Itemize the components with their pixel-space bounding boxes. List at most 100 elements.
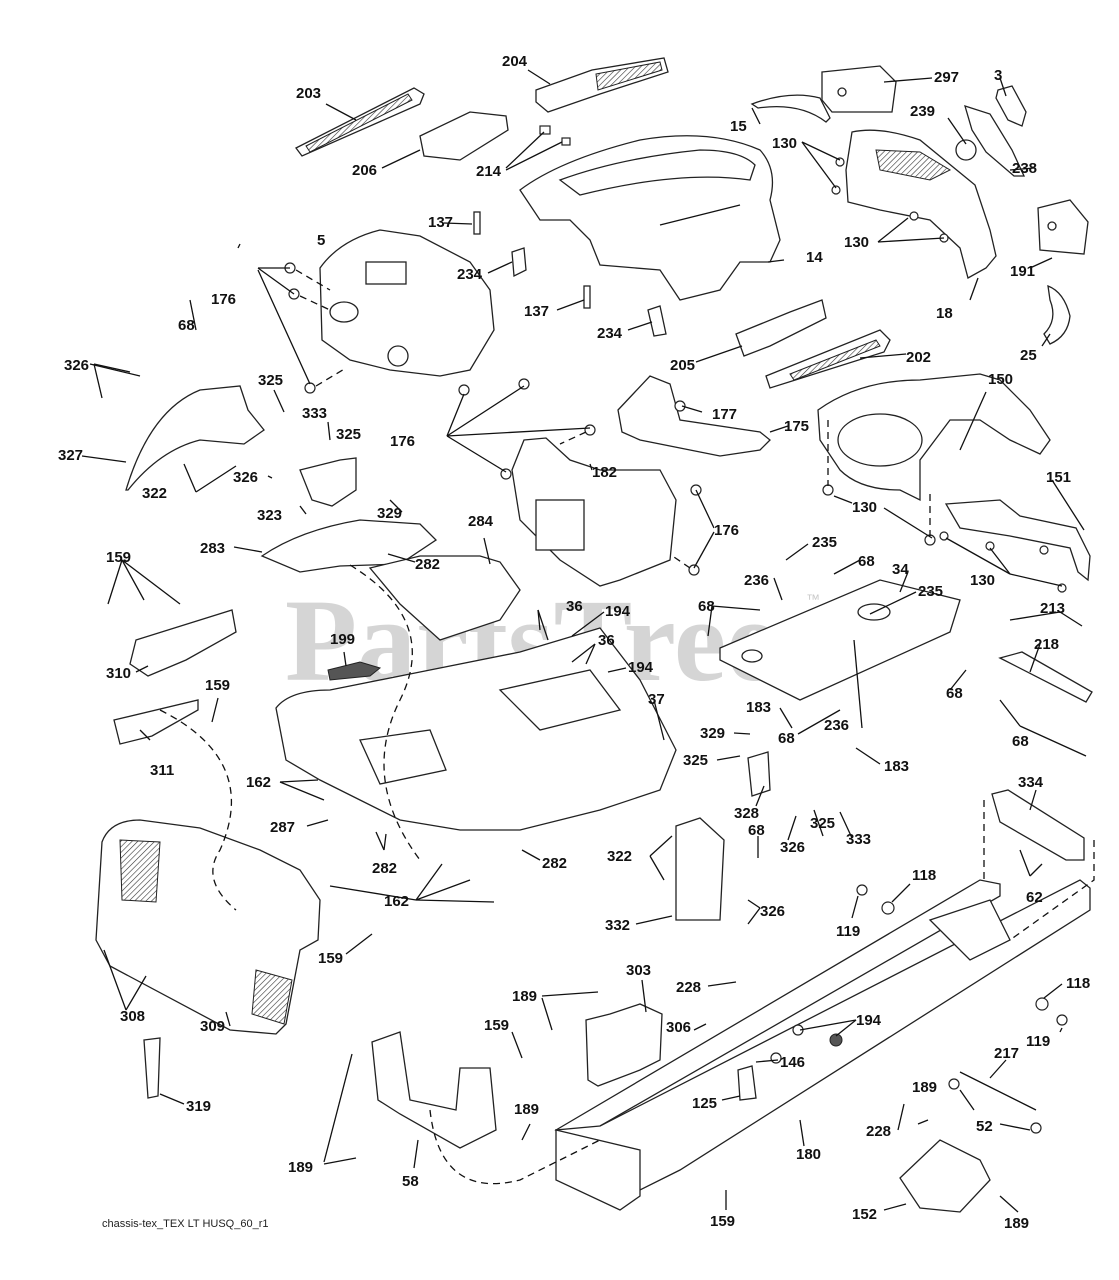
callout-189[interactable]: 189 bbox=[288, 1159, 313, 1176]
callout-326[interactable]: 326 bbox=[64, 357, 89, 374]
callout-137[interactable]: 137 bbox=[428, 214, 453, 231]
callout-182[interactable]: 182 bbox=[592, 464, 617, 481]
callout-199[interactable]: 199 bbox=[330, 631, 355, 648]
callout-180[interactable]: 180 bbox=[796, 1146, 821, 1163]
callout-308[interactable]: 308 bbox=[120, 1008, 145, 1025]
callout-130[interactable]: 130 bbox=[772, 135, 797, 152]
callout-333[interactable]: 333 bbox=[846, 831, 871, 848]
callout-159[interactable]: 159 bbox=[205, 677, 230, 694]
callout-334[interactable]: 334 bbox=[1018, 774, 1044, 791]
callout-234[interactable]: 234 bbox=[457, 266, 483, 283]
callout-159[interactable]: 159 bbox=[106, 549, 131, 566]
callout-62[interactable]: 62 bbox=[1026, 889, 1043, 906]
callout-3[interactable]: 3 bbox=[994, 67, 1002, 84]
callout-159[interactable]: 159 bbox=[318, 950, 343, 967]
callout-130[interactable]: 130 bbox=[844, 234, 869, 251]
callout-58[interactable]: 58 bbox=[402, 1173, 419, 1190]
callout-52[interactable]: 52 bbox=[976, 1118, 993, 1135]
callout-325[interactable]: 325 bbox=[258, 372, 283, 389]
callout-228[interactable]: 228 bbox=[676, 979, 701, 996]
callout-162[interactable]: 162 bbox=[246, 774, 271, 791]
callout-282[interactable]: 282 bbox=[372, 860, 397, 877]
callout-309[interactable]: 309 bbox=[200, 1018, 225, 1035]
callout-162[interactable]: 162 bbox=[384, 893, 409, 910]
callout-310[interactable]: 310 bbox=[106, 665, 131, 682]
callout-159[interactable]: 159 bbox=[710, 1213, 735, 1230]
callout-130[interactable]: 130 bbox=[852, 499, 877, 516]
callout-326[interactable]: 326 bbox=[233, 469, 258, 486]
callout-235[interactable]: 235 bbox=[918, 583, 943, 600]
callout-18[interactable]: 18 bbox=[936, 305, 953, 322]
callout-37[interactable]: 37 bbox=[648, 691, 665, 708]
callout-146[interactable]: 146 bbox=[780, 1054, 805, 1071]
callout-326[interactable]: 326 bbox=[760, 903, 785, 920]
callout-68[interactable]: 68 bbox=[778, 730, 795, 747]
callout-36[interactable]: 36 bbox=[566, 598, 583, 615]
callout-235[interactable]: 235 bbox=[812, 534, 837, 551]
callout-205[interactable]: 205 bbox=[670, 357, 695, 374]
callout-297[interactable]: 297 bbox=[934, 69, 959, 86]
callout-283[interactable]: 283 bbox=[200, 540, 225, 557]
callout-325[interactable]: 325 bbox=[810, 815, 835, 832]
callout-214[interactable]: 214 bbox=[476, 163, 502, 180]
callout-206[interactable]: 206 bbox=[352, 162, 377, 179]
callout-319[interactable]: 319 bbox=[186, 1098, 211, 1115]
callout-176[interactable]: 176 bbox=[714, 522, 739, 539]
callout-333[interactable]: 333 bbox=[302, 405, 327, 422]
callout-228[interactable]: 228 bbox=[866, 1123, 891, 1140]
callout-175[interactable]: 175 bbox=[784, 418, 809, 435]
callout-204[interactable]: 204 bbox=[502, 53, 528, 70]
callout-326[interactable]: 326 bbox=[780, 839, 805, 856]
callout-36[interactable]: 36 bbox=[598, 632, 615, 649]
callout-5[interactable]: 5 bbox=[317, 232, 325, 249]
callout-176[interactable]: 176 bbox=[390, 433, 415, 450]
callout-189[interactable]: 189 bbox=[912, 1079, 937, 1096]
callout-189[interactable]: 189 bbox=[1004, 1215, 1029, 1232]
callout-236[interactable]: 236 bbox=[744, 572, 769, 589]
callout-218[interactable]: 218 bbox=[1034, 636, 1059, 653]
callout-322[interactable]: 322 bbox=[142, 485, 167, 502]
callout-15[interactable]: 15 bbox=[730, 118, 747, 135]
callout-238[interactable]: 238 bbox=[1012, 160, 1037, 177]
callout-119[interactable]: 119 bbox=[836, 923, 860, 940]
callout-322[interactable]: 322 bbox=[607, 848, 632, 865]
callout-68[interactable]: 68 bbox=[748, 822, 765, 839]
callout-150[interactable]: 150 bbox=[988, 371, 1013, 388]
callout-287[interactable]: 287 bbox=[270, 819, 295, 836]
callout-329[interactable]: 329 bbox=[700, 725, 725, 742]
callout-189[interactable]: 189 bbox=[514, 1101, 539, 1118]
callout-68[interactable]: 68 bbox=[178, 317, 195, 334]
callout-234[interactable]: 234 bbox=[597, 325, 623, 342]
callout-68[interactable]: 68 bbox=[858, 553, 875, 570]
callout-328[interactable]: 328 bbox=[734, 805, 759, 822]
callout-284[interactable]: 284 bbox=[468, 513, 494, 530]
callout-282[interactable]: 282 bbox=[542, 855, 567, 872]
callout-68[interactable]: 68 bbox=[946, 685, 963, 702]
callout-151[interactable]: 151 bbox=[1046, 469, 1071, 486]
callout-189[interactable]: 189 bbox=[512, 988, 537, 1005]
callout-194[interactable]: 194 bbox=[605, 603, 631, 620]
callout-159[interactable]: 159 bbox=[484, 1017, 509, 1034]
callout-118[interactable]: 118 bbox=[912, 867, 936, 884]
callout-183[interactable]: 183 bbox=[884, 758, 909, 775]
callout-118[interactable]: 118 bbox=[1066, 975, 1090, 992]
callout-325[interactable]: 325 bbox=[683, 752, 708, 769]
callout-311[interactable]: 311 bbox=[150, 762, 174, 779]
callout-239[interactable]: 239 bbox=[910, 103, 935, 120]
callout-236[interactable]: 236 bbox=[824, 717, 849, 734]
callout-217[interactable]: 217 bbox=[994, 1045, 1019, 1062]
callout-194[interactable]: 194 bbox=[628, 659, 654, 676]
callout-327[interactable]: 327 bbox=[58, 447, 83, 464]
callout-176[interactable]: 176 bbox=[211, 291, 236, 308]
callout-306[interactable]: 306 bbox=[666, 1019, 691, 1036]
callout-332[interactable]: 332 bbox=[605, 917, 630, 934]
callout-152[interactable]: 152 bbox=[852, 1206, 877, 1223]
callout-34[interactable]: 34 bbox=[892, 561, 909, 578]
callout-203[interactable]: 203 bbox=[296, 85, 321, 102]
callout-125[interactable]: 125 bbox=[692, 1095, 717, 1112]
callout-68[interactable]: 68 bbox=[1012, 733, 1029, 750]
callout-25[interactable]: 25 bbox=[1020, 347, 1037, 364]
callout-323[interactable]: 323 bbox=[257, 507, 282, 524]
callout-325[interactable]: 325 bbox=[336, 426, 361, 443]
callout-202[interactable]: 202 bbox=[906, 349, 931, 366]
